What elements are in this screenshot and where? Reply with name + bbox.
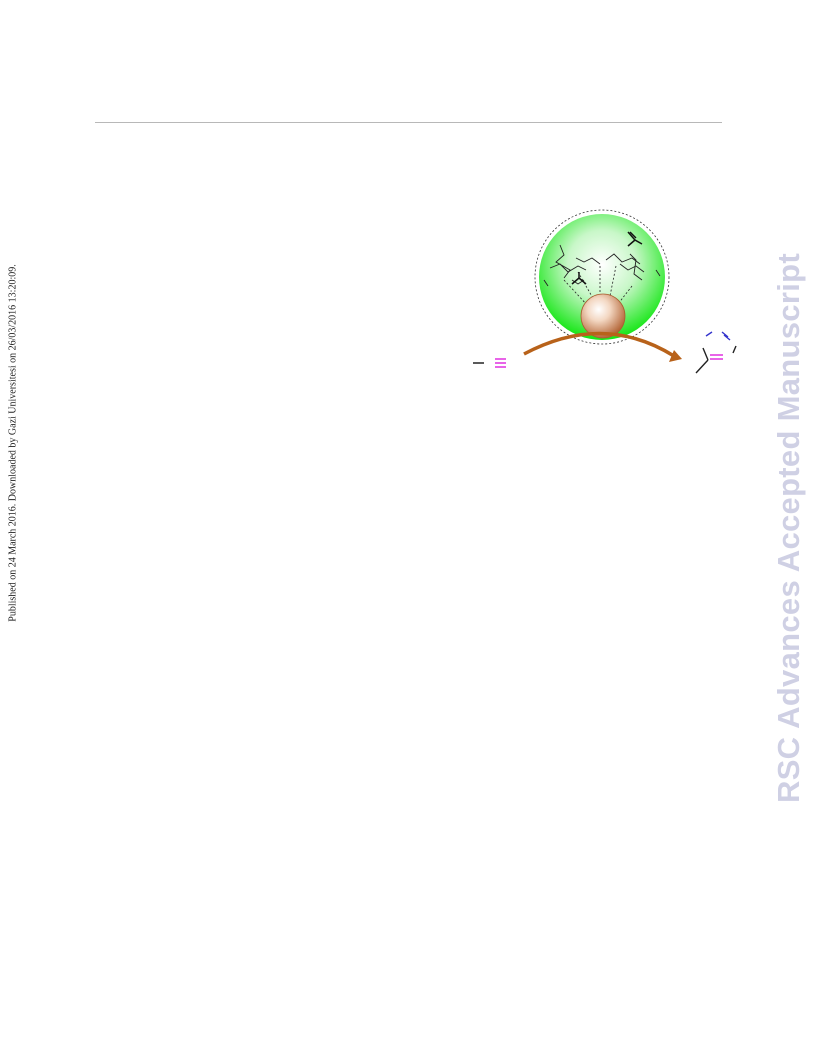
reaction-arrow <box>523 331 682 362</box>
metal-nanoparticle <box>580 293 626 339</box>
coordination-lines <box>563 265 633 307</box>
triazole-product <box>695 331 737 374</box>
download-notice: Published on 24 March 2016. Downloaded b… <box>7 264 19 622</box>
graphical-abstract <box>473 209 737 374</box>
polymer-chains <box>543 244 661 287</box>
alkyne-reactant <box>473 358 506 368</box>
header-rule <box>95 122 722 123</box>
polymer-sphere <box>534 209 670 345</box>
accepted-manuscript-watermark: RSC Advances Accepted Manuscript <box>771 253 806 803</box>
ligand-motifs <box>571 231 643 285</box>
